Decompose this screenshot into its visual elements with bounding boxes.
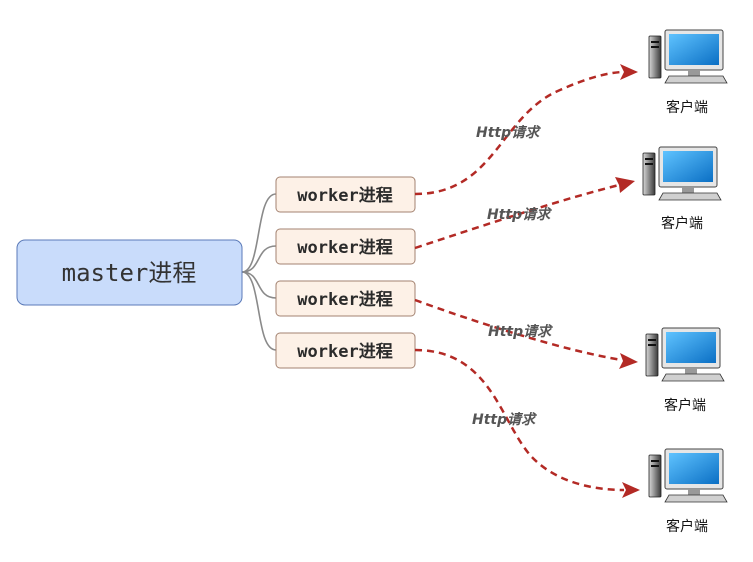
arrowhead-icon (622, 482, 640, 498)
worker-process-node-1: worker进程 (275, 176, 416, 213)
branch-line-2 (241, 245, 277, 273)
client-label-4: 客户端 (666, 518, 708, 535)
worker-process-node-4: worker进程 (275, 332, 416, 369)
desktop-computer-icon (645, 327, 725, 382)
worker-process-label-2: worker进程 (297, 238, 392, 258)
arrowhead-icon (615, 177, 635, 193)
worker-process-label-4: worker进程 (297, 342, 392, 362)
arrowhead-icon (620, 64, 638, 80)
arrowhead-icon (619, 353, 638, 369)
worker-process-label-3: worker进程 (297, 290, 392, 310)
desktop-computer-icon (648, 29, 728, 84)
http-request-label-1: Http请求 (476, 124, 541, 141)
desktop-computer-icon (648, 448, 728, 503)
client-node-2: 客户端 (642, 146, 722, 232)
desktop-computer-icon (642, 146, 722, 201)
master-worker-connectors (241, 193, 277, 351)
worker-process-label-1: worker进程 (297, 186, 392, 206)
http-request-label-4: Http请求 (472, 411, 537, 428)
branch-line-4 (241, 271, 277, 351)
client-label-3: 客户端 (664, 397, 706, 414)
client-node-4: 客户端 (648, 448, 728, 535)
http-request-label-2: Http请求 (487, 206, 552, 223)
http-request-arrow-1 (414, 70, 623, 196)
client-node-3: 客户端 (645, 327, 725, 414)
http-request-arrow-4 (414, 348, 625, 492)
client-node-1: 客户端 (648, 29, 728, 116)
master-process-box (16, 239, 243, 306)
master-process-label: master进程 (62, 259, 197, 287)
branch-line-1 (241, 193, 277, 273)
http-request-arrows (414, 64, 640, 498)
worker-process-node-2: worker进程 (275, 228, 416, 265)
branch-line-3 (241, 271, 277, 299)
http-request-label-3: Http请求 (488, 323, 553, 340)
client-label-1: 客户端 (666, 99, 708, 116)
master-process-node: master进程 (16, 239, 243, 306)
worker-process-node-3: worker进程 (275, 280, 416, 317)
client-label-2: 客户端 (661, 215, 703, 232)
